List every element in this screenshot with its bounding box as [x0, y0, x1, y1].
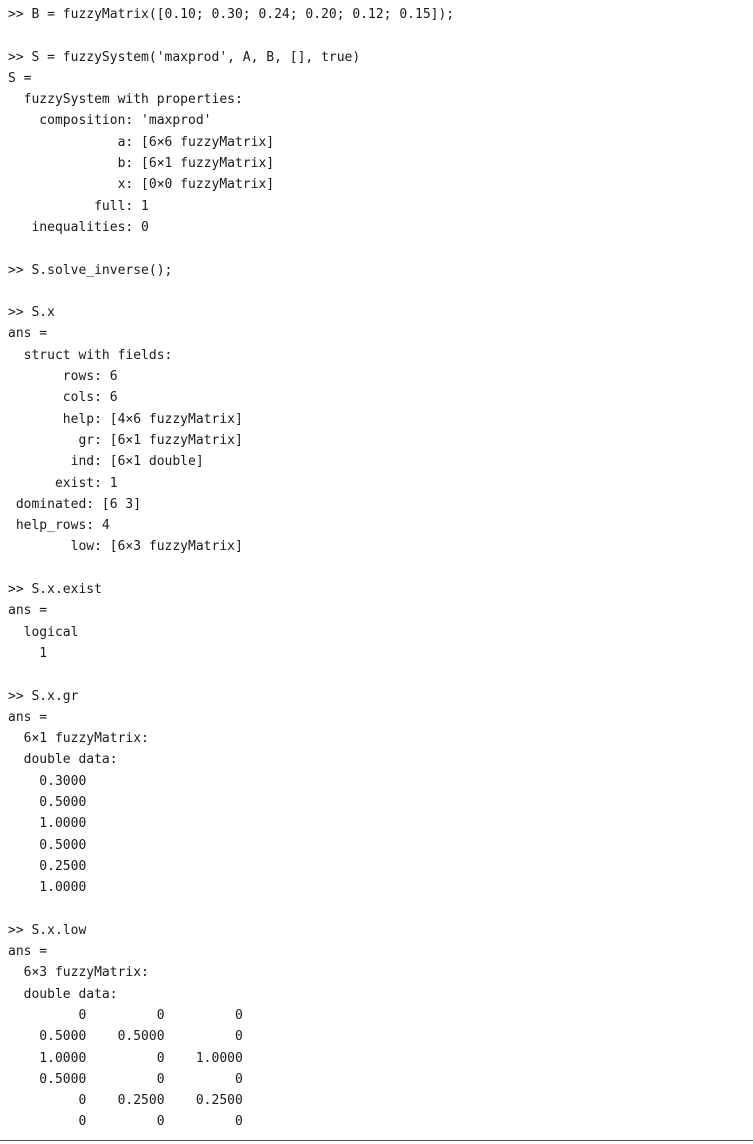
console-command-line: >> S = fuzzySystem('maxprod', A, B, [], …	[8, 49, 361, 65]
console-output-line: b: [6×1 fuzzyMatrix]	[8, 156, 275, 172]
console-output-line: rows: 6	[8, 369, 118, 385]
console-output-line: 0.5000	[8, 794, 87, 810]
console-output-line: 0 0.2500 0.2500	[8, 1093, 243, 1109]
console-output-line: 0.2500	[8, 858, 87, 874]
console-blank-line	[8, 898, 748, 919]
console-command-line: >> S.x.gr	[8, 688, 79, 704]
console-output-line: ans =	[8, 326, 48, 342]
console-output-line: 6×3 fuzzyMatrix:	[8, 965, 149, 981]
console-output-line: double data:	[8, 752, 118, 768]
console-output-line: low: [6×3 fuzzyMatrix]	[8, 539, 243, 555]
console-output-line: full: 1	[8, 198, 149, 214]
console-output-line: logical	[8, 624, 79, 640]
console-output-line: ans =	[8, 944, 48, 960]
console-output-line: double data:	[8, 986, 118, 1002]
console-output-line: S =	[8, 70, 32, 86]
console-output-line: dominated: [6 3]	[8, 496, 142, 512]
console-blank-line	[8, 238, 748, 259]
console-output-line: 1.0000	[8, 816, 87, 832]
console-output-line: 0.5000 0 0	[8, 1071, 243, 1087]
console-command-line: >> B = fuzzyMatrix([0.10; 0.30; 0.24; 0.…	[8, 7, 455, 22]
console-output-line: 0 0 0	[8, 1114, 243, 1130]
console-output-line: 0.5000	[8, 837, 87, 853]
console-output: >> B = fuzzyMatrix([0.10; 0.30; 0.24; 0.…	[8, 4, 748, 1133]
console-blank-line	[8, 281, 748, 302]
bottom-divider	[0, 1140, 753, 1141]
console-output-line: gr: [6×1 fuzzyMatrix]	[8, 432, 243, 448]
console-output-line: exist: 1	[8, 475, 118, 491]
console-output-line: 1.0000	[8, 880, 87, 896]
console-output-line: composition: 'maxprod'	[8, 113, 212, 129]
console-output-line: a: [6×6 fuzzyMatrix]	[8, 134, 275, 150]
console-output-line: help: [4×6 fuzzyMatrix]	[8, 411, 243, 427]
console-output-line: 0.3000	[8, 773, 87, 789]
console-output-line: cols: 6	[8, 390, 118, 406]
console-output-line: x: [0×0 fuzzyMatrix]	[8, 177, 275, 193]
console-output-line: ind: [6×1 double]	[8, 454, 204, 470]
console-blank-line	[8, 25, 748, 46]
console-output-line: struct with fields:	[8, 347, 173, 363]
console-command-line: >> S.solve_inverse();	[8, 262, 173, 278]
console-output-line: ans =	[8, 603, 48, 619]
console-command-line: >> S.x.exist	[8, 582, 102, 598]
console-output-line: 1	[8, 645, 48, 661]
console-output-line: fuzzySystem with properties:	[8, 92, 243, 108]
console-blank-line	[8, 558, 748, 579]
console-output-line: inequalities: 0	[8, 219, 149, 235]
console-output-line: 6×1 fuzzyMatrix:	[8, 731, 149, 747]
console-blank-line	[8, 664, 748, 685]
console-output-line: help_rows: 4	[8, 518, 110, 534]
console-command-line: >> S.x	[8, 305, 55, 321]
console-output-line: ans =	[8, 709, 48, 725]
console-output-line: 0 0 0	[8, 1007, 243, 1023]
console-output-line: 1.0000 0 1.0000	[8, 1050, 243, 1066]
console-output-line: 0.5000 0.5000 0	[8, 1029, 243, 1045]
console-command-line: >> S.x.low	[8, 922, 87, 938]
